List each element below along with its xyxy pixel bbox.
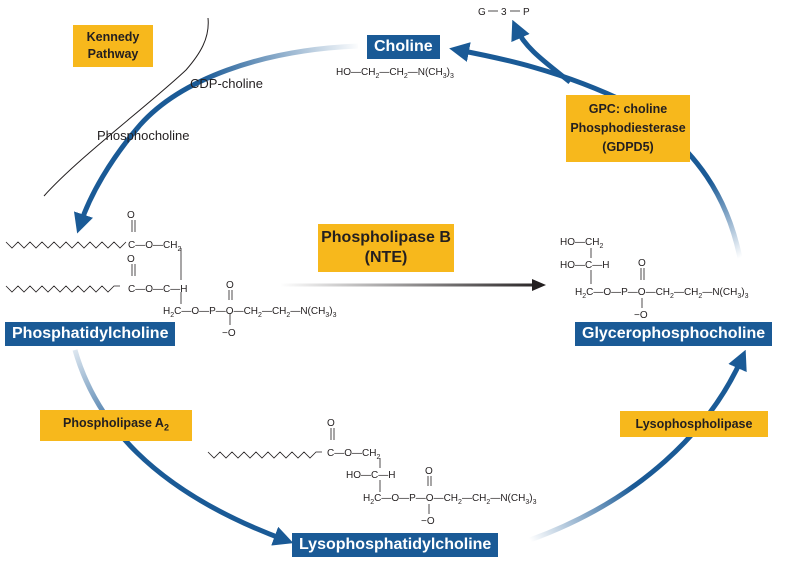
kennedy-line2: Pathway: [87, 47, 139, 61]
svg-text:HO—C—H: HO—C—H: [560, 260, 609, 271]
glycerophosphocholine-node: Glycerophosphocholine: [575, 322, 773, 346]
gpc-line2: Phosphodiesterase: [570, 121, 686, 135]
plb-line2: (NTE): [364, 249, 408, 266]
svg-text:H2C—O—P—O—CH2—CH2—N(CH3)3: H2C—O—P—O—CH2—CH2—N(CH3)3: [163, 306, 337, 319]
lysopc-structure: [207, 428, 432, 514]
svg-text:O: O: [425, 466, 433, 477]
choline-node: Choline: [367, 35, 440, 59]
phosphocholine-label: Phosphocholine: [97, 128, 190, 143]
svg-text:P: P: [523, 7, 530, 18]
svg-text:−O: −O: [421, 516, 435, 527]
kennedy-bracket: [43, 17, 209, 197]
svg-text:O: O: [327, 418, 335, 429]
svg-text:H2C—O—P—O—CH2—CH2—N(CH3)3: H2C—O—P—O—CH2—CH2—N(CH3)3: [575, 287, 749, 300]
plb-arrowhead: [532, 279, 546, 291]
choline-formula: HO—CH2—CH2—N(CH3)3: [336, 67, 454, 80]
svg-text:C—O—C—H: C—O—C—H: [128, 284, 187, 295]
svg-text:G: G: [478, 7, 486, 18]
g3p-arrow: [511, 19, 572, 84]
phosphatidylcholine-node: Phosphatidylcholine: [5, 322, 176, 346]
lysophospholipase-arrow: [529, 349, 747, 543]
pla2-main: Phospholipase A: [63, 416, 164, 430]
svg-text:−O: −O: [634, 310, 648, 321]
svg-text:O: O: [226, 280, 234, 291]
svg-text:HO—CH2—CH2—N(CH3)3: HO—CH2—CH2—N(CH3)3: [336, 67, 454, 80]
gpc-line1: GPC: choline: [588, 102, 668, 116]
svg-text:−O: −O: [222, 328, 236, 339]
kennedy-line1: Kennedy: [86, 30, 140, 44]
plb-line1: Phospholipase B: [321, 229, 451, 246]
phosphatidylcholine-structure: [5, 220, 233, 325]
phospholipase-a2-label: Phospholipase A2: [40, 410, 192, 441]
svg-text:C—O—CH2: C—O—CH2: [128, 240, 181, 253]
lysophospholipase-label: Lysophospholipase: [620, 411, 768, 437]
gpc-phosphodiesterase-label: GPC: choline Phosphodiesterase (GDPD5): [566, 95, 690, 162]
lysophosphatidylcholine-node: Lysophosphatidylcholine: [292, 533, 499, 557]
pla2-arrow: [72, 349, 294, 546]
g3p-label: G 3 P: [478, 7, 530, 18]
cdp-choline-label: CDP-choline: [190, 76, 263, 91]
svg-text:C—O—CH2: C—O—CH2: [327, 448, 380, 461]
svg-text:3: 3: [501, 7, 507, 18]
svg-text:HO—C—H: HO—C—H: [346, 470, 395, 481]
gpc-line3: (GDPD5): [602, 140, 654, 154]
pla2-sub: 2: [163, 422, 169, 433]
gpc-atoms: HO—CH2 HO—C—H O H2C—O—P—O—CH2—CH2—N(CH3)…: [560, 237, 749, 321]
svg-text:H2C—O—P—O—CH2—CH2—N(CH3)3: H2C—O—P—O—CH2—CH2—N(CH3)3: [363, 493, 537, 506]
phospholipase-b-label: Phospholipase B (NTE): [318, 224, 454, 272]
svg-text:O: O: [638, 258, 646, 269]
svg-text:HO—CH2: HO—CH2: [560, 237, 603, 250]
svg-text:O: O: [127, 210, 135, 221]
lysopc-atoms: O C—O—CH2 HO—C—H O H2C—O—P—O—CH2—CH2—N(C…: [327, 418, 537, 527]
kennedy-arrow: [73, 43, 359, 234]
kennedy-pathway-label: Kennedy Pathway: [73, 25, 153, 67]
gpc-structure: [590, 248, 645, 308]
svg-text:O: O: [127, 254, 135, 265]
phosphatidylcholine-atoms: O C—O—CH2 O C—O—C—H H2C—O—P—O—CH2—CH2—N(…: [127, 210, 337, 339]
